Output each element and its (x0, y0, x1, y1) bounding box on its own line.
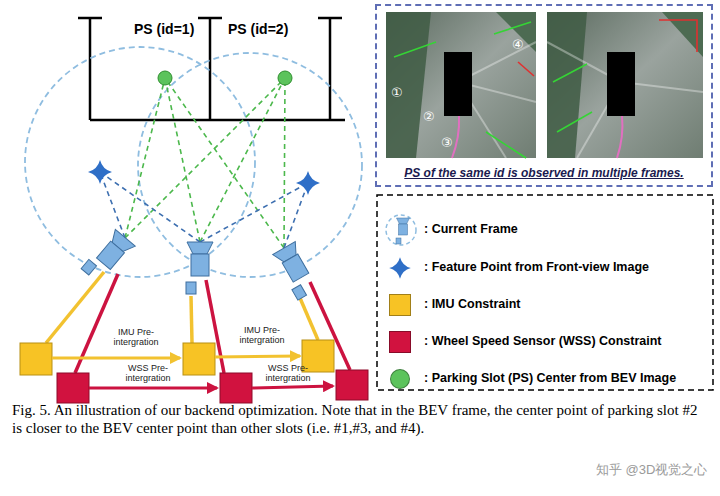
watermark: 知乎 @3D视觉之心 (596, 463, 707, 477)
wss-square (220, 373, 252, 403)
ps-observations (125, 78, 285, 248)
figure-caption: Fig. 5. An illustration of our backend o… (12, 401, 710, 437)
legend-row: : Parking Slot (PS) Center from BEV Imag… (424, 371, 676, 386)
observation-line (200, 183, 308, 242)
frame-range-circle (138, 53, 362, 277)
label-holder: WSS Pre-intergration (252, 364, 324, 384)
bev-image (547, 12, 703, 158)
ps-center (278, 71, 292, 85)
legend-text: : Parking Slot (PS) Center from BEV Imag… (424, 371, 676, 386)
legend-row: : Wheel Speed Sensor (WSS) Constraint (424, 334, 662, 349)
panel-caption: PS of the same id is observed in multipl… (404, 166, 683, 180)
label-holder: PS (id=1) (134, 22, 194, 37)
wss-square (336, 370, 368, 400)
slot-marking (394, 42, 436, 57)
legend-frame (377, 195, 713, 390)
trajectory (617, 116, 622, 158)
legend-swatch (389, 331, 411, 353)
imu-preintegration-arrow (215, 356, 300, 357)
legend-row: : Current Frame (424, 222, 518, 237)
label-holder: IMU Pre-intergration (100, 328, 172, 348)
callout-number: ④ (512, 38, 524, 52)
parking-slot-lines (78, 18, 345, 120)
ego-vehicle (444, 52, 472, 116)
bev-ground (547, 12, 703, 158)
callout-number: ③ (441, 136, 453, 150)
preintegration-label: WSS Pre-intergration (112, 364, 184, 384)
imu-preintegration-arrow (52, 357, 180, 360)
wss-preintegration-arrow (252, 386, 333, 388)
bev-shade (386, 12, 431, 158)
camera-icon (272, 242, 321, 301)
feature-observations (100, 172, 308, 248)
label-holder: ① (391, 86, 403, 100)
ps-center (158, 71, 172, 85)
imu-square (20, 343, 52, 375)
legend-swatch (390, 369, 410, 389)
bev-shade (547, 12, 587, 158)
image-panel: PS of the same id is observed in multipl… (375, 4, 713, 187)
observation-line (100, 172, 125, 238)
imu-link (46, 272, 104, 343)
legend-row: : Feature Point from Front-view Image (424, 260, 649, 275)
slot-marking (494, 22, 531, 34)
camera-icon (186, 242, 213, 294)
bev-streaks (547, 42, 703, 158)
wss-preintegration-arrow (89, 387, 217, 390)
feature-star (88, 160, 112, 184)
slot-marking (659, 20, 697, 52)
slot-marking (553, 64, 587, 82)
imu-square (183, 343, 215, 375)
observation-line (200, 78, 285, 242)
legend-swatch (389, 294, 411, 316)
slot-id-label: PS (id=1) (134, 22, 194, 37)
imu-link (191, 296, 192, 343)
label-holder: ② (423, 110, 435, 124)
label-holder: PS (id=2) (228, 22, 288, 37)
slot-marking (518, 62, 534, 76)
slot-line (89, 18, 92, 120)
legend-row: : IMU Constraint (424, 297, 521, 312)
label-holder: WSS Pre-intergration (112, 364, 184, 384)
observation-line (284, 78, 285, 248)
camera-icon (81, 229, 135, 286)
bev-image (386, 12, 536, 158)
callout-number: ① (391, 86, 403, 100)
preintegration-label: IMU Pre-intergration (100, 328, 172, 348)
bev-ground (386, 12, 536, 158)
observation-line (165, 78, 200, 242)
legend-text: : Feature Point from Front-view Image (424, 260, 649, 275)
legend-star-sample (389, 257, 411, 279)
label-holder: 知乎 @3D视觉之心 (596, 463, 707, 477)
trajectory (452, 116, 459, 158)
wss-square (57, 373, 89, 403)
observation-line (125, 78, 285, 238)
feature-star (296, 171, 320, 195)
observation-line (165, 78, 284, 248)
slot-marking (486, 132, 526, 158)
slot-line (329, 18, 332, 120)
observation-line (284, 183, 308, 248)
label-holder: IMU Pre-intergration (226, 326, 298, 346)
legend-text: : Wheel Speed Sensor (WSS) Constraint (424, 334, 662, 349)
legend-text: : Current Frame (424, 222, 518, 237)
slot-marking (557, 112, 592, 132)
imu-link (300, 298, 318, 340)
label-holder: ④ (512, 38, 524, 52)
slot-id-label: PS (id=2) (228, 22, 288, 37)
preintegration-label: WSS Pre-intergration (252, 364, 324, 384)
label-holder: ③ (441, 136, 453, 150)
callout-number: ② (423, 110, 435, 124)
legend-frame-sample (386, 215, 416, 245)
legend-text: : IMU Constraint (424, 297, 521, 312)
slot-base (90, 119, 345, 122)
caption-holder: Fig. 5. An illustration of our backend o… (12, 401, 710, 437)
preintegration-label: IMU Pre-intergration (226, 326, 298, 346)
frame-range-circle (25, 47, 255, 277)
ego-vehicle (607, 52, 635, 116)
legend-camera-sample (396, 218, 410, 244)
